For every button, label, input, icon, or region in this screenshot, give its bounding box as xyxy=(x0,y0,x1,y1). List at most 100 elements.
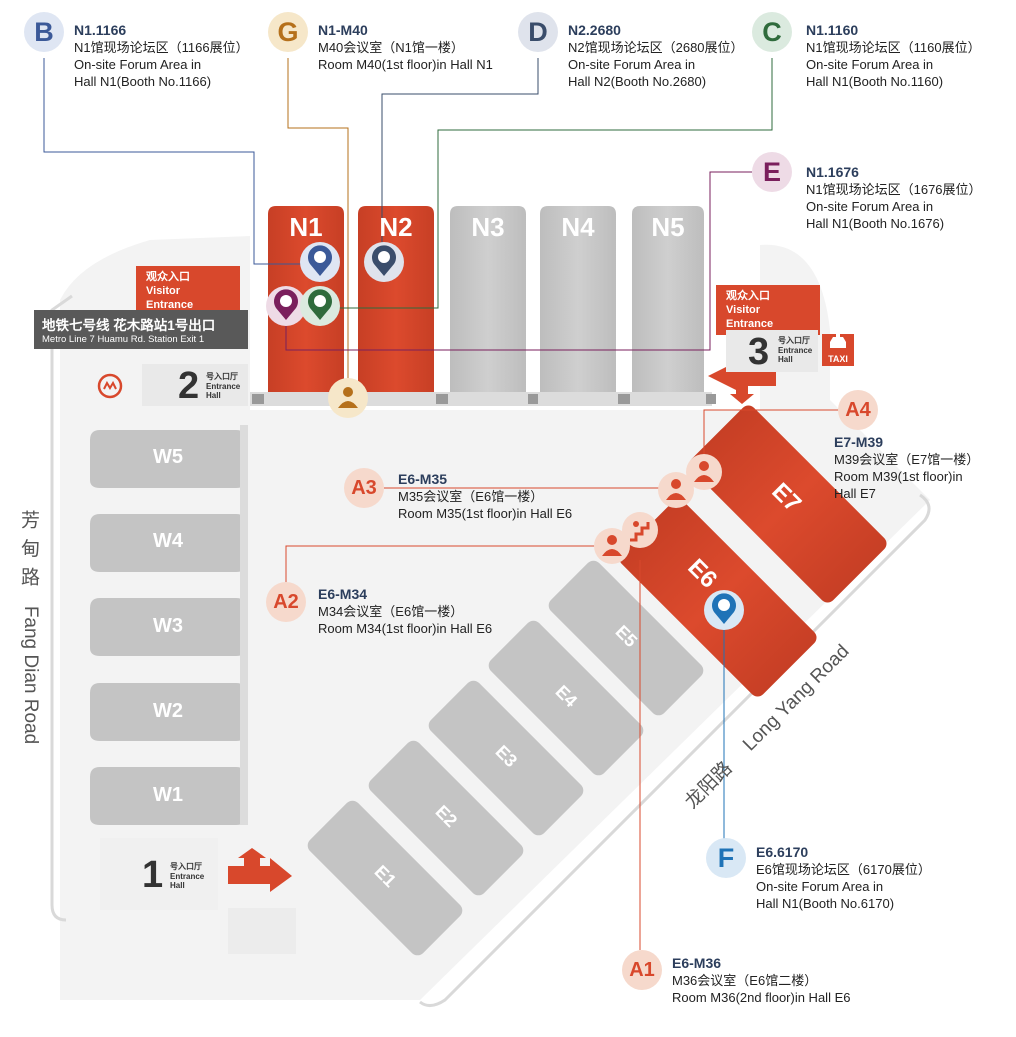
entrance-3-en2: Hall xyxy=(778,355,793,364)
hall-w2 xyxy=(90,683,246,741)
entrance-1-number: 1 xyxy=(142,854,164,896)
callout-a2-line1: M34会议室（E6馆一楼） xyxy=(318,604,464,619)
badge-b: B xyxy=(24,12,64,52)
entrance-1-arrow xyxy=(228,858,292,892)
callout-a4-line2: Room M39(1st floor)in xyxy=(834,469,963,484)
entrance-3-en1: Entrance xyxy=(778,346,813,355)
callout-a3-line2: Room M35(1st floor)in Hall E6 xyxy=(398,506,573,521)
site-ground xyxy=(60,236,930,1000)
metro-icon xyxy=(97,373,123,399)
callout-d-code: N2.2680 xyxy=(568,22,621,38)
taxi-car-icon xyxy=(830,334,846,348)
east-halls xyxy=(307,405,887,956)
hall-w1 xyxy=(90,767,246,825)
entrance-hall-1: 1 号入口厅 Entrance Hall xyxy=(100,838,218,910)
entrance-1-block xyxy=(228,908,296,954)
callout-f-line2: On-site Forum Area in xyxy=(756,879,884,894)
entrance-1-en1: Entrance xyxy=(170,872,205,881)
entrance-2-en1: Entrance xyxy=(206,382,241,391)
marker-e-pin xyxy=(266,286,306,326)
callout-e-code: N1.1676 xyxy=(806,164,859,180)
road-fang-dian-en: Fang Dian Road xyxy=(20,605,41,745)
callout-d-line1: N2馆现场论坛区（2680展位） xyxy=(568,40,744,55)
visitor-sign-east-cn: 观众入口 xyxy=(726,290,770,302)
road-fang-dian-cn: 芳 甸 路 xyxy=(18,510,39,588)
hall-label-n4: N4 xyxy=(561,212,595,242)
callout-b-line1: N1馆现场论坛区（1166展位） xyxy=(74,40,249,55)
marker-b-pin xyxy=(300,242,340,282)
visitor-sign-west-en: Visitor Entrance xyxy=(146,285,194,311)
entrance-3-down-arrow xyxy=(730,386,754,404)
west-road-line xyxy=(50,294,73,922)
callout-g-line1: M40会议室（N1馆一楼） xyxy=(318,40,464,55)
badge-a4: A4 xyxy=(838,390,878,430)
callout-e: N1.1676 N1馆现场论坛区（1676展位） On-site Forum A… xyxy=(806,164,982,232)
callout-g-line2: Room M40(1st floor)in Hall N1 xyxy=(318,57,493,72)
callout-a3-line1: M35会议室（E6馆一楼） xyxy=(398,489,544,504)
hall-label-w3: W3 xyxy=(153,615,183,637)
callout-c: N1.1160 N1馆现场论坛区（1160展位） On-site Forum A… xyxy=(806,22,981,90)
callout-a4: E7-M39 M39会议室（E7馆一楼） Room M39(1st floor)… xyxy=(834,434,979,502)
metro-exit-sign: 地铁七号线 花木路站1号出口 Metro Line 7 Huamu Rd. St… xyxy=(34,310,248,349)
hall-label-w1: W1 xyxy=(153,784,183,806)
line-a2 xyxy=(285,545,600,584)
badge-g: G xyxy=(268,12,308,52)
hall-n3 xyxy=(450,206,526,404)
hall-label-w2: W2 xyxy=(153,700,183,722)
callout-b: N1.1166 N1馆现场论坛区（1166展位） On-site Forum A… xyxy=(74,22,249,90)
visitor-sign-east-en: Visitor Entrance xyxy=(726,304,774,330)
marker-a4-person xyxy=(686,454,722,490)
callout-b-code: N1.1166 xyxy=(74,22,127,38)
marker-a1-stairs xyxy=(622,512,658,548)
marker-a3-person xyxy=(658,472,694,508)
marker-a2-person xyxy=(594,528,630,564)
visitor-sign-west-cn: 观众入口 xyxy=(146,271,190,283)
visitor-entrance-sign-west: 观众入口 Visitor Entrance xyxy=(136,266,240,316)
hall-n4 xyxy=(540,206,616,404)
hall-label-w5: W5 xyxy=(153,446,183,468)
entrance-2-cn: 号入口厅 xyxy=(206,372,238,381)
callout-d-line3: Hall N2(Booth No.2680) xyxy=(568,74,707,89)
entrance-2-en2: Hall xyxy=(206,391,221,400)
callout-a3-code: E6-M35 xyxy=(398,471,448,487)
line-b xyxy=(43,58,308,265)
callout-d-line2: On-site Forum Area in xyxy=(568,57,696,72)
callout-d: N2.2680 N2馆现场论坛区（2680展位） On-site Forum A… xyxy=(568,22,744,90)
entrance-3-cn: 号入口厅 xyxy=(778,336,810,345)
callout-c-line3: Hall N1(Booth No.1160) xyxy=(806,74,944,89)
callout-c-line2: On-site Forum Area in xyxy=(806,57,934,72)
callout-a4-code: E7-M39 xyxy=(834,434,884,450)
badge-e: E xyxy=(752,152,792,192)
hall-label-n2: N2 xyxy=(379,212,413,242)
hall-e1 xyxy=(307,800,463,956)
entrance-1-up-arrow xyxy=(238,848,266,866)
callout-b-line3: Hall N1(Booth No.1166) xyxy=(74,74,212,89)
hall-e7 xyxy=(689,405,887,603)
marker-d-pin xyxy=(364,242,404,282)
callout-a1: E6-M36 M36会议室（E6馆二楼） Room M36(2nd floor)… xyxy=(672,955,850,1006)
hall-e3 xyxy=(428,680,584,836)
callout-a2-line2: Room M34(1st floor)in Hall E6 xyxy=(318,621,493,636)
line-a4 xyxy=(703,409,840,456)
hall-label-w4: W4 xyxy=(153,530,183,552)
hall-e2 xyxy=(368,740,524,896)
marker-c-pin xyxy=(300,286,340,326)
badge-a2: A2 xyxy=(266,582,306,622)
east-road-line xyxy=(419,493,931,1007)
marker-f-pin xyxy=(704,590,744,630)
callout-a1-line2: Room M36(2nd floor)in Hall E6 xyxy=(672,990,851,1005)
callout-a4-line1: M39会议室（E7馆一楼） xyxy=(834,452,980,467)
hall-w5 xyxy=(90,430,246,488)
entrance-1-cn: 号入口厅 xyxy=(170,862,202,871)
west-halls xyxy=(90,425,248,825)
callout-f-line1: E6馆现场论坛区（6170展位） xyxy=(756,862,931,877)
callout-c-code: N1.1160 xyxy=(806,22,859,38)
badge-a1: A1 xyxy=(622,950,662,990)
callout-e-line2: On-site Forum Area in xyxy=(806,199,934,214)
callout-f-code: E6.6170 xyxy=(756,844,809,860)
visitor-entrance-sign-east: 观众入口 Visitor Entrance xyxy=(716,285,820,335)
callout-e-line1: N1馆现场论坛区（1676展位） xyxy=(806,182,982,197)
entrance-hall-3: 3 号入口厅 Entrance Hall xyxy=(726,330,818,372)
callout-a1-line1: M36会议室（E6馆二楼） xyxy=(672,973,818,988)
